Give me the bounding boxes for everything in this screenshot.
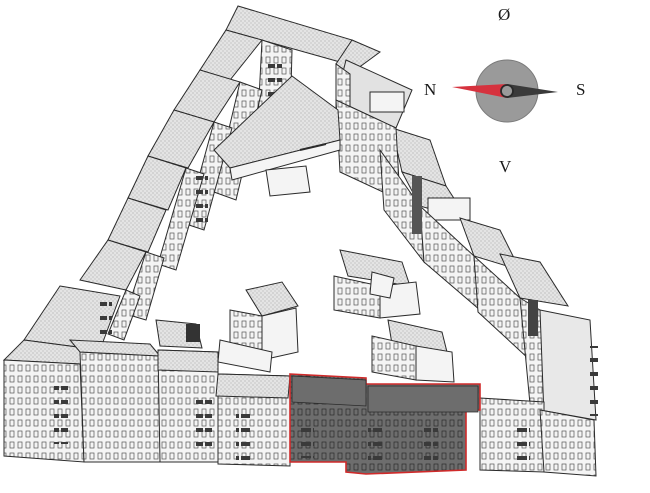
right-wing-buildings	[335, 39, 598, 421]
compass-needle-south	[507, 84, 558, 98]
compass-label-east: Ø	[498, 5, 511, 24]
courtyard-terrace	[213, 75, 341, 197]
compass-label-west: V	[499, 157, 512, 176]
compass-label-north: N	[424, 80, 437, 99]
compass-label-south: S	[576, 80, 586, 99]
highlighted-building	[289, 373, 481, 475]
compass-needle-north	[452, 84, 507, 98]
front-row-buildings	[3, 339, 597, 477]
compass-rose-icon	[452, 59, 558, 123]
courtyard-houses	[155, 249, 455, 383]
